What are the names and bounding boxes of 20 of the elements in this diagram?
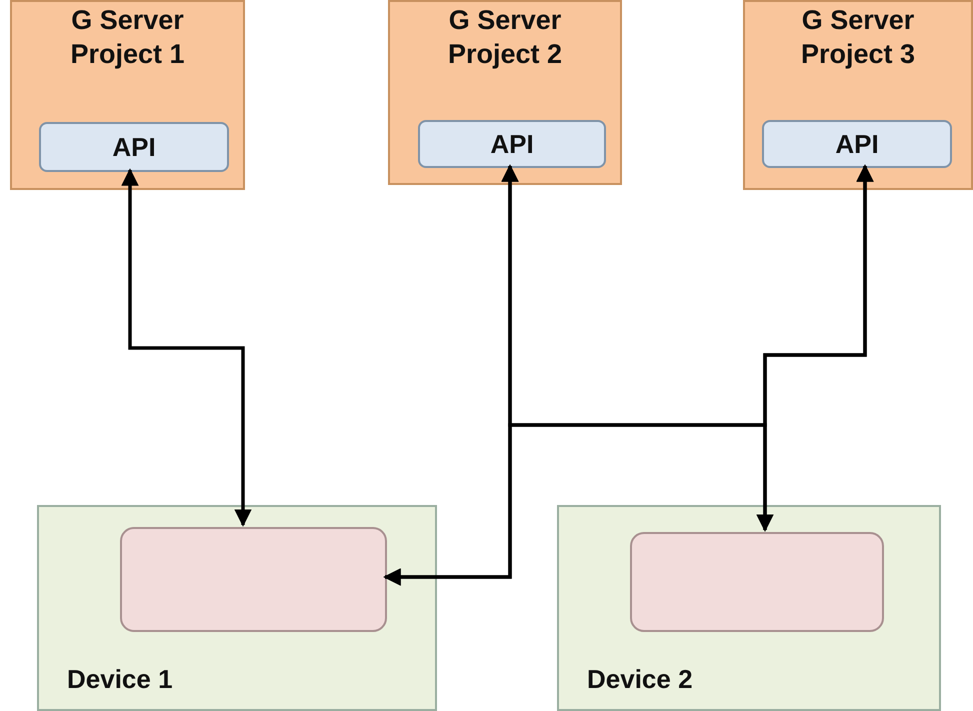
- api-label: API: [834, 128, 880, 160]
- project-title: G Server Project 3: [800, 4, 916, 71]
- project-title: G Server Project 2: [446, 4, 564, 71]
- project-title: G Server Project 1: [69, 4, 186, 71]
- box-shape: [630, 532, 884, 632]
- api-box: [39, 122, 229, 172]
- box-shape: [120, 527, 387, 632]
- connector-arrow: [756, 164, 874, 532]
- connector-arrow: [121, 168, 252, 527]
- project-box: [743, 0, 973, 190]
- device-label: Device 1: [67, 662, 173, 695]
- project-box: [388, 0, 622, 185]
- api-label: API: [489, 128, 535, 160]
- api-box: [418, 120, 606, 168]
- device-label: Device 2: [587, 662, 693, 695]
- device-box: [37, 505, 437, 711]
- device-box: [557, 505, 941, 711]
- api-label: API: [111, 130, 157, 164]
- project-box: [10, 0, 245, 190]
- api-box: [762, 120, 952, 168]
